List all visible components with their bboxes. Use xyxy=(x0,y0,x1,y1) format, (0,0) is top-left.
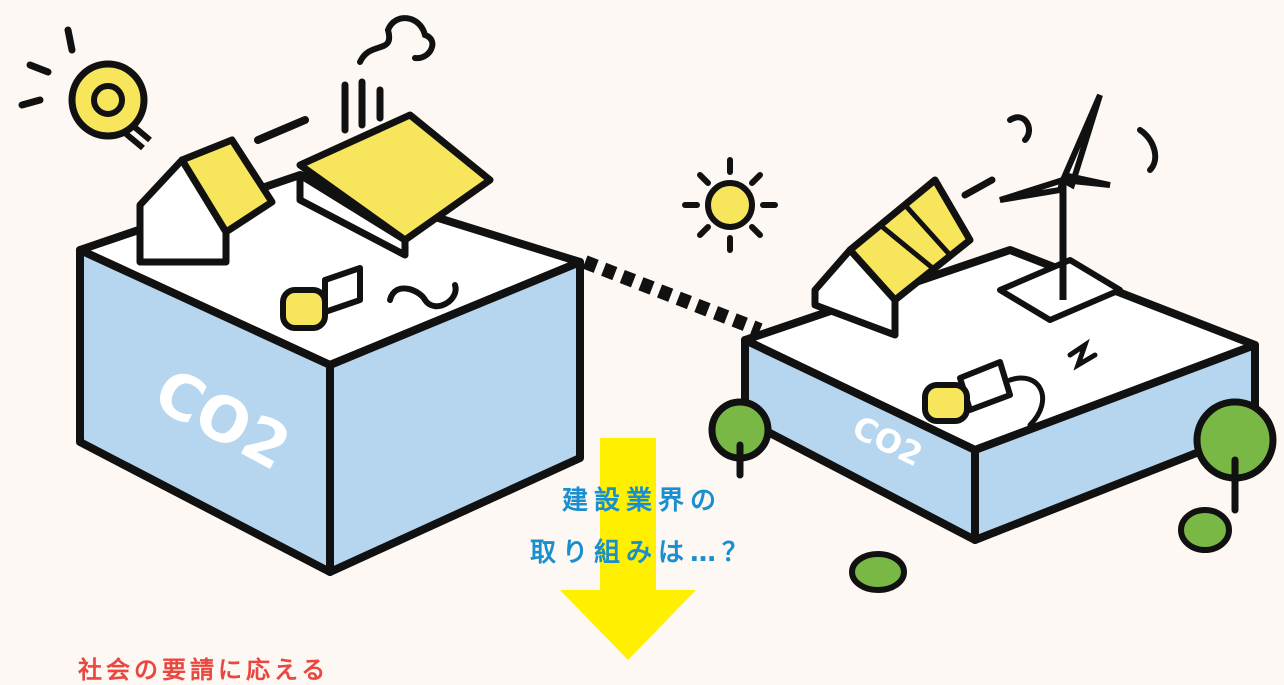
light-bulb-icon xyxy=(18,26,152,151)
caption-line-1: 建設業界の xyxy=(561,486,722,516)
truck-icon xyxy=(280,265,459,331)
tree-icon xyxy=(1193,398,1277,514)
caption-line-2: 取り組みは…？ xyxy=(529,538,754,568)
house-icon xyxy=(136,136,276,266)
connector-dashed-line xyxy=(582,255,763,337)
tree-icon xyxy=(708,398,772,479)
electric-vehicle-icon xyxy=(922,338,1098,428)
footer-heading: 社会の要請に応える xyxy=(78,656,330,684)
bush-icon xyxy=(1178,507,1232,553)
down-arrow-icon xyxy=(560,438,696,660)
factory-icon xyxy=(254,15,494,259)
sun-icon xyxy=(682,157,778,253)
solar-house-icon xyxy=(811,176,974,339)
wind-turbine-icon xyxy=(961,93,1159,323)
bush-icon xyxy=(849,551,907,593)
